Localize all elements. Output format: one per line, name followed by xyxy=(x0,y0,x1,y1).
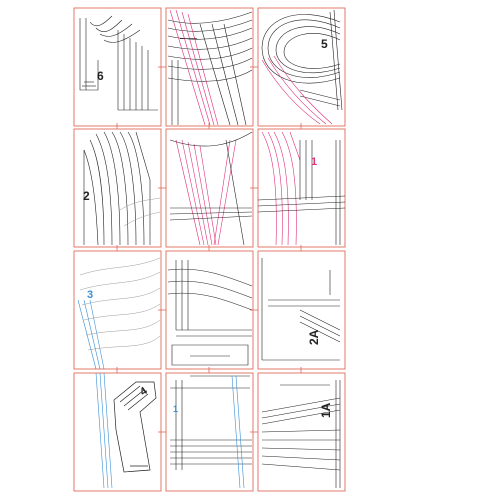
piece-label-4: 4 xyxy=(138,385,151,399)
piece-5-pink xyxy=(261,55,333,125)
piece-sleeve-blue xyxy=(231,375,245,489)
piece-3-curves xyxy=(79,257,161,351)
piece-1-lines xyxy=(257,140,346,245)
page-tile-r2c3 xyxy=(257,128,346,248)
piece-4 xyxy=(113,381,157,473)
piece-label-3: 3 xyxy=(87,289,93,301)
piece-1-pink xyxy=(261,131,301,246)
page-tiles xyxy=(73,7,346,492)
piece-2 xyxy=(83,131,151,246)
page-tile-r3c3 xyxy=(257,250,346,370)
piece-1A xyxy=(261,380,341,488)
piece-3-blue xyxy=(77,299,105,370)
piece-back xyxy=(167,260,253,366)
piece-label-2: 2 xyxy=(83,189,90,203)
piece-front-lower-pink xyxy=(175,139,237,246)
piece-sleeve xyxy=(170,375,252,470)
piece-label-1A: 1A xyxy=(319,402,333,418)
piece-label-1-blue: 1 xyxy=(173,404,178,414)
piece-label-5: 5 xyxy=(321,37,328,51)
piece-label-1-pink: 1 xyxy=(311,156,317,168)
page-tile-r4c1 xyxy=(73,372,162,492)
piece-front-lower xyxy=(169,131,253,246)
assembly-marks xyxy=(116,66,302,433)
piece-5 xyxy=(261,9,343,111)
piece-label-2A: 2A xyxy=(307,329,321,345)
piece-6 xyxy=(79,15,158,111)
piece-label-6: 6 xyxy=(97,69,104,83)
piece-2-grey xyxy=(119,197,161,227)
piece-front-upper xyxy=(167,11,253,126)
page-tile-r3c2 xyxy=(165,250,254,370)
piece-2A xyxy=(261,258,341,361)
piece-front-upper-pink xyxy=(169,9,219,126)
piece-label-1: ━━━━━━━ xyxy=(179,36,197,41)
piece-3-lower-blue xyxy=(95,372,113,489)
